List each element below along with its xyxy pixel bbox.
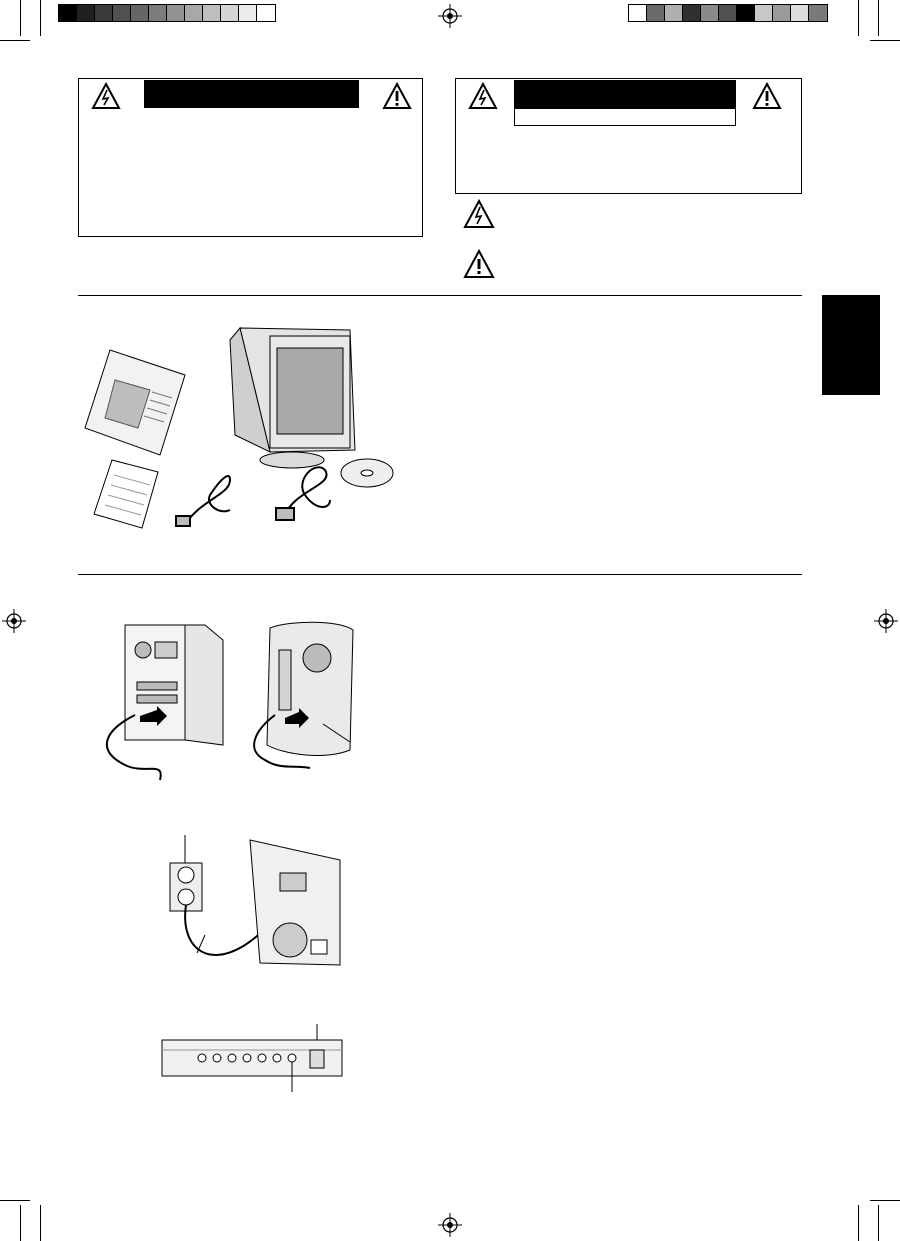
pc-tower-illustration	[124, 624, 224, 746]
caution-box-right	[455, 78, 802, 194]
caution-subtitle-box	[514, 108, 736, 126]
calibration-bar-left	[58, 4, 276, 22]
crt-monitor-illustration	[229, 326, 356, 469]
cd-rom-illustration	[340, 458, 394, 488]
warning-box-left	[78, 78, 423, 237]
user-manual-illustration	[84, 349, 186, 456]
front-panel-illustration	[161, 1024, 343, 1092]
power-connection-illustration	[169, 835, 341, 966]
calibration-bar-right	[628, 4, 828, 22]
section-divider	[78, 295, 802, 296]
registration-crosshair-icon	[438, 4, 462, 28]
calibration-swatch	[665, 5, 683, 21]
signal-cable	[105, 714, 162, 781]
warning-title-bar	[144, 80, 359, 108]
registration-crosshair-icon	[874, 609, 898, 633]
calibration-swatch	[221, 5, 239, 21]
calibration-swatch	[755, 5, 773, 21]
language-tab	[822, 295, 880, 395]
calibration-swatch	[257, 5, 275, 21]
calibration-swatch	[809, 5, 827, 21]
power-cord-illustration	[175, 475, 232, 527]
exclamation-triangle-icon	[382, 82, 412, 109]
calibration-swatch	[59, 5, 77, 21]
calibration-swatch	[239, 5, 257, 21]
calibration-swatch	[701, 5, 719, 21]
calibration-swatch	[647, 5, 665, 21]
arrow-icon	[140, 706, 167, 726]
calibration-swatch	[149, 5, 167, 21]
signal-cable	[253, 714, 311, 769]
lightning-triangle-icon	[91, 82, 121, 109]
calibration-swatch	[167, 5, 185, 21]
arrow-icon	[285, 708, 309, 728]
control-buttons	[197, 1053, 297, 1063]
calibration-swatch	[683, 5, 701, 21]
calibration-swatch	[113, 5, 131, 21]
exclamation-triangle-icon	[463, 249, 495, 278]
calibration-swatch	[185, 5, 203, 21]
calibration-swatch	[629, 5, 647, 21]
calibration-swatch	[719, 5, 737, 21]
calibration-swatch	[737, 5, 755, 21]
calibration-swatch	[203, 5, 221, 21]
calibration-swatch	[131, 5, 149, 21]
warranty-sheet-illustration	[93, 459, 159, 529]
computer-connection-illustration	[105, 621, 354, 781]
calibration-swatch	[773, 5, 791, 21]
package-contents-illustration	[84, 326, 394, 529]
power-button	[309, 1049, 325, 1069]
registration-crosshair-icon	[2, 609, 26, 633]
lightning-triangle-icon	[463, 199, 495, 228]
calibration-swatch	[95, 5, 113, 21]
exclamation-triangle-icon	[752, 82, 782, 109]
calibration-swatch	[77, 5, 95, 21]
caution-title-bar	[514, 80, 736, 108]
wall-outlet-illustration	[169, 862, 203, 912]
monitor-back-illustration	[249, 839, 341, 966]
lightning-triangle-icon	[468, 82, 498, 109]
registration-crosshair-icon	[438, 1213, 462, 1237]
section-divider	[78, 574, 802, 575]
calibration-swatch	[791, 5, 809, 21]
signal-cable-illustration	[275, 466, 331, 521]
